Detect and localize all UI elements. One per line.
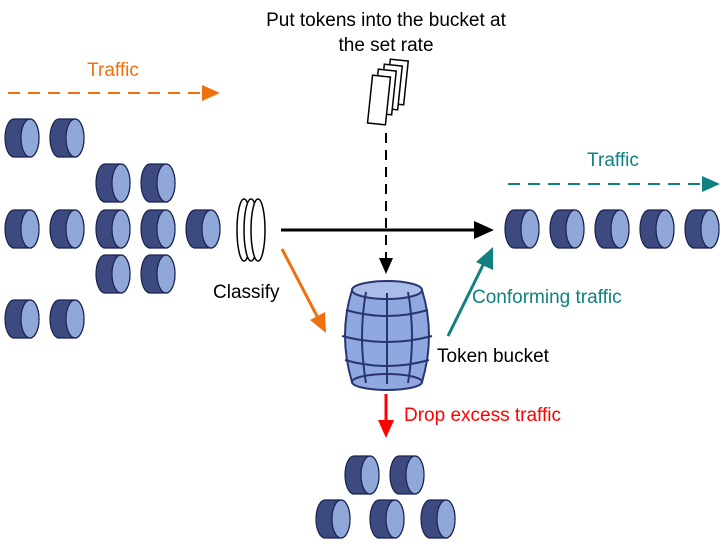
packet-cylinder-icon [95, 163, 131, 203]
packet-cylinder-icon [504, 209, 540, 249]
packet-cylinder-icon [4, 299, 40, 339]
traffic-out-arrow [508, 176, 720, 192]
conforming-label: Conforming traffic [472, 287, 622, 308]
packet-cylinder-icon [420, 499, 456, 539]
incoming-packets [4, 118, 221, 339]
classify-label: Classify [213, 282, 280, 303]
packet-cylinder-icon [369, 499, 405, 539]
traffic-in-arrow [8, 85, 220, 101]
traffic-out-label: Traffic [587, 150, 639, 171]
token-note-line1: Put tokens into the bucket at [266, 10, 506, 31]
conforming-arrow [446, 247, 493, 337]
token-fill-arrow [379, 133, 393, 274]
packet-cylinder-icon [315, 499, 351, 539]
barrel-icon [341, 280, 433, 391]
drop-arrow [378, 394, 394, 438]
packet-cylinder-icon [4, 118, 40, 158]
outgoing-packets [504, 209, 720, 249]
packet-cylinder-icon [639, 209, 675, 249]
packet-cylinder-icon [140, 163, 176, 203]
to-bucket-arrow [280, 248, 326, 333]
packet-cylinder-icon [49, 299, 85, 339]
packet-cylinder-icon [49, 118, 85, 158]
packet-cylinder-icon [389, 455, 425, 495]
token-cards-icon [366, 58, 410, 126]
packet-cylinder-icon [185, 209, 221, 249]
classifier-rings-icon [236, 198, 266, 262]
packet-cylinder-icon [4, 209, 40, 249]
token-note-line2: the set rate [338, 35, 433, 56]
drop-label: Drop excess traffic [404, 405, 561, 426]
packet-cylinder-icon [95, 254, 131, 294]
traffic-in-label: Traffic [87, 60, 139, 81]
packet-cylinder-icon [95, 209, 131, 249]
packet-cylinder-icon [549, 209, 585, 249]
token-bucket-label: Token bucket [437, 346, 550, 367]
packet-cylinder-icon [684, 209, 720, 249]
dropped-packets [315, 455, 456, 539]
packet-cylinder-icon [140, 209, 176, 249]
packet-cylinder-icon [140, 254, 176, 294]
packet-cylinder-icon [344, 455, 380, 495]
packet-cylinder-icon [49, 209, 85, 249]
packet-cylinder-icon [594, 209, 630, 249]
classified-flow-arrow [281, 221, 494, 239]
